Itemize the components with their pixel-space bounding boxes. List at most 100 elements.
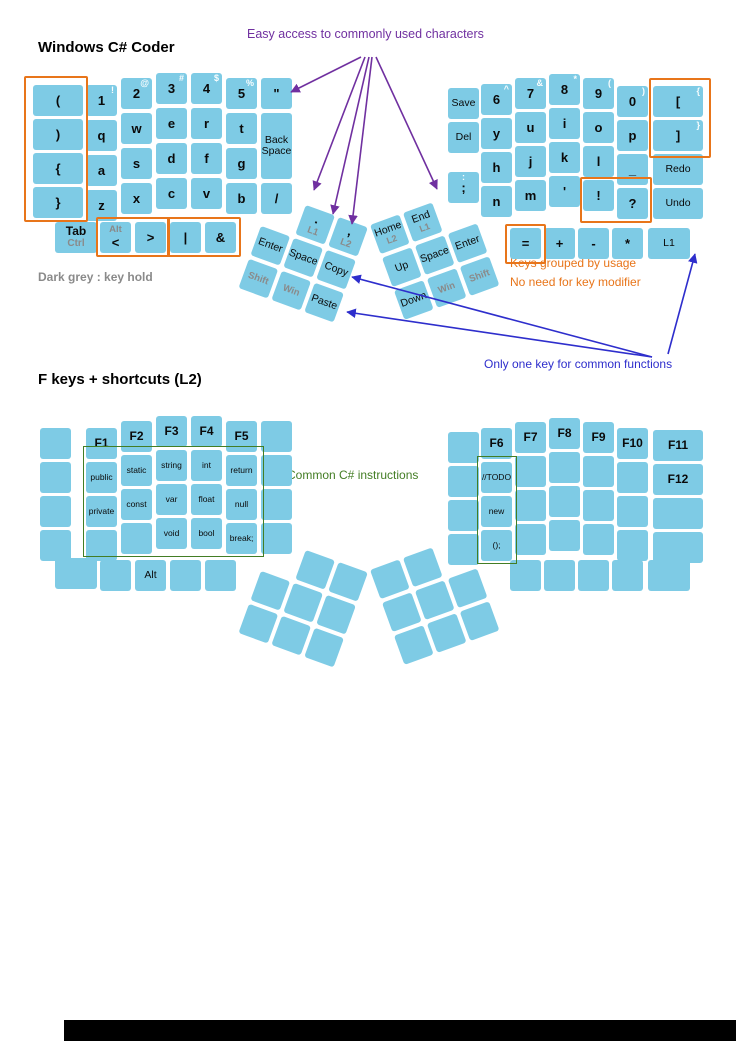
key-label: u xyxy=(526,119,535,135)
key-blank xyxy=(205,560,236,591)
key-symbol: ! xyxy=(583,180,614,211)
key-label: d xyxy=(167,150,176,166)
key-label: Enter xyxy=(453,232,482,253)
key-label: void xyxy=(163,528,180,539)
key-f1: F1 xyxy=(86,428,117,459)
key-m: m xyxy=(515,180,546,211)
key-bool: bool xyxy=(191,518,222,549)
key-blank xyxy=(40,428,71,459)
key-label: , xyxy=(345,223,355,240)
key-t: t xyxy=(226,113,257,144)
key-hold-label: L1 xyxy=(417,220,432,234)
key-blank xyxy=(448,534,479,565)
key-label: p xyxy=(628,127,637,143)
key-label: j xyxy=(528,153,533,169)
key-blank xyxy=(648,560,690,591)
key-label: 6 xyxy=(492,91,501,107)
key-9: (9 xyxy=(583,78,614,109)
key-z: z xyxy=(86,190,117,221)
key-symbol: <Alt xyxy=(100,222,131,253)
key-label: { xyxy=(55,160,61,176)
key-blank xyxy=(447,568,488,609)
key-label: 5 xyxy=(237,85,246,101)
key-label: float xyxy=(198,494,215,505)
key-label: v xyxy=(202,185,211,201)
key-blank xyxy=(261,455,292,486)
key-hold-label: Shift xyxy=(467,266,492,285)
key-0: )0 xyxy=(617,86,648,117)
key-sub-label: : xyxy=(462,172,465,182)
key-hold-label: Shift xyxy=(246,269,271,287)
key-blank xyxy=(515,456,546,487)
key-label: F9 xyxy=(591,430,606,445)
key-blank xyxy=(261,421,292,452)
key-blank xyxy=(583,456,614,487)
key-label: t xyxy=(239,120,244,136)
key-sub-label: } xyxy=(696,120,700,130)
key-blank xyxy=(612,560,643,591)
key-float: float xyxy=(191,484,222,515)
key-label: static xyxy=(126,465,147,476)
key-label: _ xyxy=(628,161,637,177)
key-symbol: .L1 xyxy=(295,204,336,245)
key-blank xyxy=(459,601,500,641)
key-label: h xyxy=(492,159,501,175)
key-new: new xyxy=(481,496,512,527)
key-label: //TODO xyxy=(481,472,512,483)
key-del: Del xyxy=(448,122,479,153)
key-sub-label: ) xyxy=(642,86,645,96)
key-label: public xyxy=(90,472,113,483)
key-label: " xyxy=(273,85,280,101)
key-l1: L1 xyxy=(648,228,690,259)
key-f: f xyxy=(191,143,222,174)
key-alt: Alt xyxy=(135,560,166,591)
key-blank xyxy=(238,603,279,644)
key-label: c xyxy=(167,185,176,201)
key-blank xyxy=(261,523,292,554)
key-blank xyxy=(55,558,97,589)
key-string: string xyxy=(156,450,187,481)
key-private: private xyxy=(86,496,117,527)
key-label: F1 xyxy=(94,436,109,451)
key-label: F10 xyxy=(622,436,643,451)
key-p: p xyxy=(617,120,648,151)
key-n: n xyxy=(481,186,512,217)
key-return: return xyxy=(226,455,257,486)
key-label: ; xyxy=(461,179,466,195)
key-a: a xyxy=(86,155,117,186)
key-label: string xyxy=(161,460,182,471)
key-hold-label: Alt xyxy=(109,224,122,236)
key-blank xyxy=(402,547,443,588)
key-label: Paste xyxy=(309,291,339,313)
note-csharp-instructions: Common C# instructions xyxy=(287,468,419,482)
key-x: x xyxy=(121,183,152,214)
key-label: Space xyxy=(287,246,320,268)
key-label: k xyxy=(560,149,569,165)
note-key-hold-legend: Dark grey : key hold xyxy=(38,270,153,284)
key-blank xyxy=(100,560,131,591)
key-label: n xyxy=(492,193,501,209)
key-label: F6 xyxy=(489,436,504,451)
key-label: Copy xyxy=(322,259,350,280)
key-enter: Enter xyxy=(250,225,291,266)
key-blank xyxy=(544,560,575,591)
key-sub-label: & xyxy=(536,78,544,88)
key-label: 0 xyxy=(628,93,637,109)
key-d: d xyxy=(156,143,187,174)
key-label: Del xyxy=(455,130,472,143)
key-f8: F8 xyxy=(549,418,580,449)
key-label: } xyxy=(55,194,61,210)
key-hold-label: L1 xyxy=(305,224,320,239)
key-6: ^6 xyxy=(481,84,512,115)
key-f7: F7 xyxy=(515,422,546,453)
key-blank xyxy=(250,570,291,611)
key-sub-label: { xyxy=(696,86,700,96)
key-blank xyxy=(549,486,580,517)
key-label: F8 xyxy=(557,426,572,441)
key-label: g xyxy=(237,155,246,171)
key-g: g xyxy=(226,148,257,179)
key-blank xyxy=(86,530,117,561)
